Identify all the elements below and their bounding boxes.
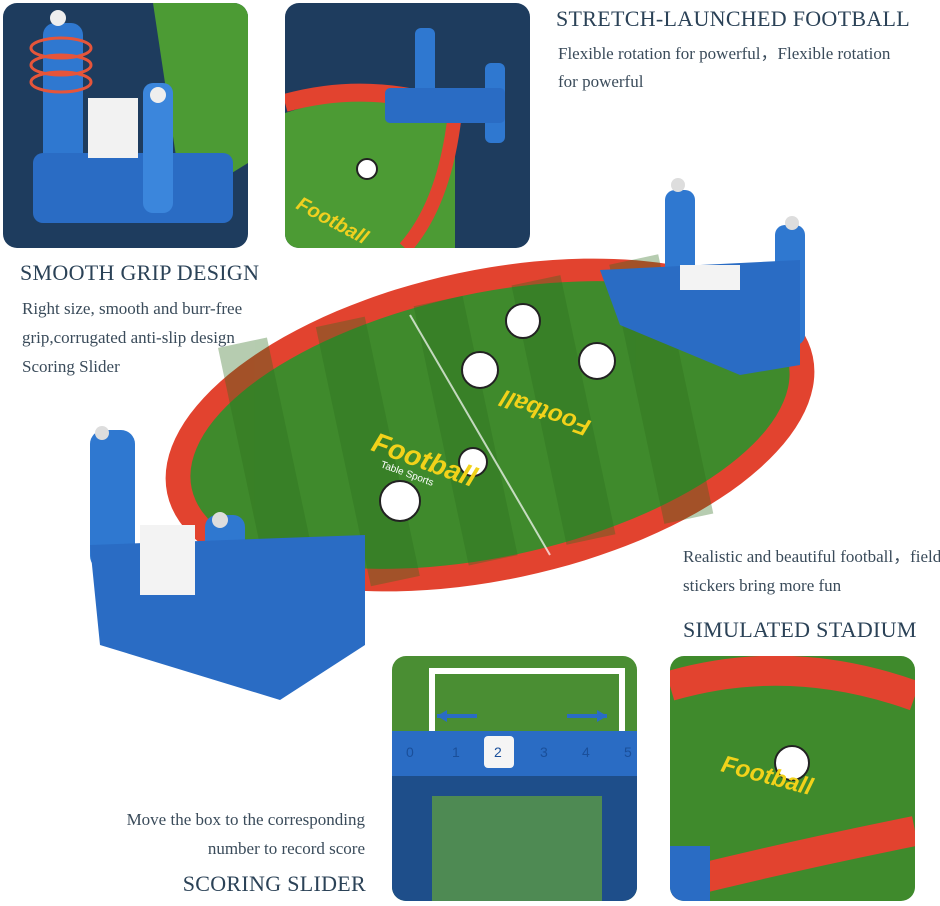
stadium-product-image: Football Table Sports Football <box>90 178 815 700</box>
grip-desc-line-2: grip,corrugated anti-slip design <box>22 328 235 347</box>
launch-closeup-photo: Football <box>285 3 530 248</box>
stadium-title: SIMULATED STADIUM <box>683 617 917 642</box>
score-2: 2 <box>494 744 502 760</box>
stretch-desc-line-2: for powerful <box>558 72 644 91</box>
score-1: 1 <box>452 744 460 760</box>
stretch-title: STRETCH-LAUNCHED FOOTBALL <box>556 6 910 31</box>
slider-desc-line-2: number to record score <box>207 839 365 858</box>
slider-desc-line-1: Move the box to the corresponding <box>126 810 365 829</box>
score-3: 3 <box>540 744 548 760</box>
stadium-closeup-photo: Football <box>670 656 915 901</box>
score-5: 5 <box>624 744 632 760</box>
grip-desc-line-3: Scoring Slider <box>22 357 120 376</box>
score-0: 0 <box>406 744 414 760</box>
grip-title: SMOOTH GRIP DESIGN <box>20 260 260 285</box>
stadium-desc-line-2: stickers bring more fun <box>683 576 842 595</box>
score-4: 4 <box>582 744 590 760</box>
stadium-desc-line-1: Realistic and beautiful football，field <box>683 547 940 566</box>
scoring-slider-photo: 0 1 2 3 4 5 <box>392 656 637 901</box>
grip-closeup-photo <box>3 3 248 248</box>
grip-desc-line-1: Right size, smooth and burr-free <box>22 299 243 318</box>
slider-title: SCORING SLIDER <box>182 871 366 896</box>
stretch-desc-line-1: Flexible rotation for powerful，Flexible … <box>558 44 891 63</box>
